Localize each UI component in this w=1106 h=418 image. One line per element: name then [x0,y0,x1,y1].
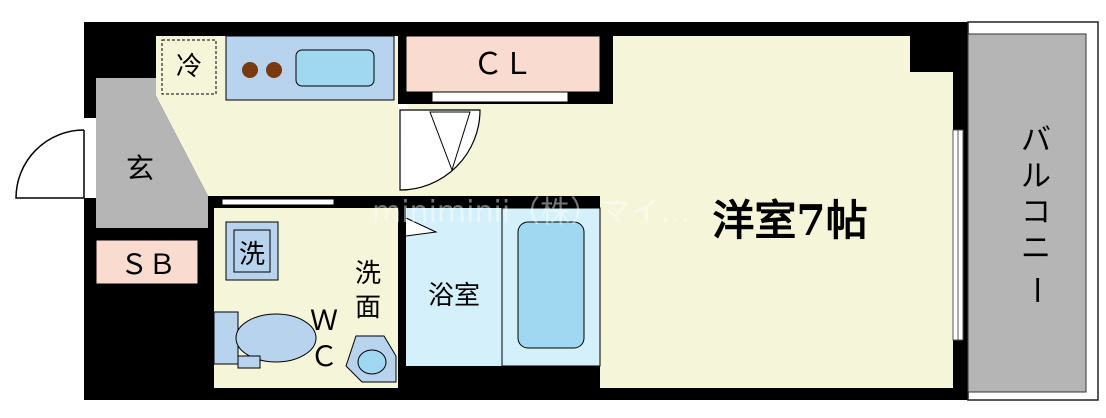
washroom-label-2: 面 [355,293,381,323]
wc-label-c: Ｃ [310,340,338,373]
toilet-bowl [235,313,317,363]
shoe-box-label: ＳＢ [120,248,176,281]
front-door-gap [84,118,96,198]
bathtub-inner [517,221,585,349]
kitchen-sink [295,49,375,87]
balcony-floor [967,33,1087,393]
genkan-label: 玄 [126,152,154,185]
western-room-floor [600,36,953,388]
washing-machine-inner [233,229,271,273]
wc-label-w: Ｗ [310,304,338,337]
washer-label: 洗 [239,240,265,270]
balcony-char: ー [1018,275,1053,305]
wash-basin-bowl [357,349,387,375]
balcony-char: ニ [1021,231,1051,266]
shoe-box [95,239,199,285]
entrance-floor [96,78,208,228]
wash-door-opening [221,198,335,206]
toilet-base [237,355,261,369]
closet-door [431,91,569,103]
stove-burner-left [242,62,258,78]
closet [405,35,601,93]
front-door-swing [15,129,85,199]
bath-label: 浴室 [428,281,480,311]
closet-label: ＣＬ [473,47,533,82]
stove-burner-right [266,62,282,78]
balcony-char: コ [1021,195,1051,230]
washroom-label-1: 洗 [355,259,381,289]
balcony-label: バ ル コ ニ ー [1018,123,1053,305]
balcony-char: ル [1021,159,1051,194]
fridge-label: 冷 [176,52,202,82]
western-room-label: 洋室7帖 [712,196,867,245]
toilet-tank [213,311,239,365]
balcony-char: バ [1021,123,1051,158]
fridge-space [161,39,217,95]
watermark: miniminii（株）マイ… [372,195,690,230]
bath-door [405,217,438,237]
room-door-sub [429,111,471,172]
